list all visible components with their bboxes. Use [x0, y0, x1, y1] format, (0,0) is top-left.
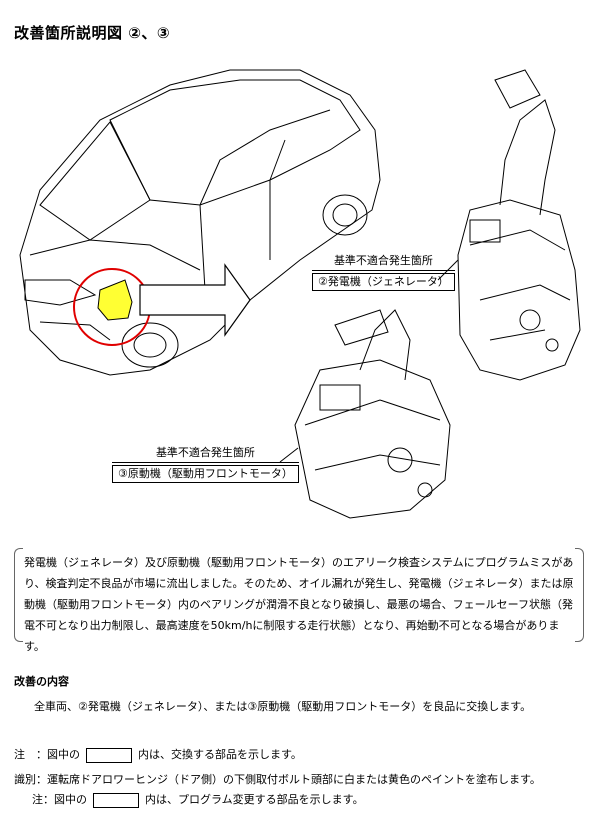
callout-motor: 基準不適合発生箇所 ③原動機（駆動用フロントモータ） — [112, 446, 299, 483]
generator-drawing — [457, 69, 581, 381]
description-text: 発電機（ジェネレータ）及び原動機（駆動用フロントモータ）のエアリーク検査システム… — [24, 556, 574, 653]
note-identification: 識別：運転席ドアロワーヒンジ（ドア側）の下側取付ボルト頭部に白または黄色のペイン… — [14, 771, 541, 787]
note-box-1 — [86, 747, 132, 763]
note-1-suffix: 内は、交換する部品を示します。 — [138, 748, 302, 761]
vehicle-illustration — [19, 69, 581, 519]
callout-motor-label: ③原動機（駆動用フロントモータ） — [112, 465, 299, 483]
note-2-prefix: 注：図中の — [32, 793, 87, 806]
note-box-2 — [93, 792, 139, 808]
description-box: 発電機（ジェネレータ）及び原動機（駆動用フロントモータ）のエアリーク検査システム… — [14, 548, 584, 653]
car-body-outline — [19, 69, 381, 376]
page-title: 改善箇所説明図 ②、③ — [14, 24, 171, 42]
improvement-body: 全車両、②発電機（ジェネレータ）、または③原動機（駆動用フロントモータ）を良品に… — [34, 700, 532, 713]
note-1-prefix: 注 ：図中の — [14, 748, 80, 761]
note-2: 注：図中の 内は、プログラム変更する部品を示します。 — [32, 791, 364, 808]
callout-generator-heading: 基準不適合発生箇所 — [312, 254, 455, 271]
direction-arrow — [139, 263, 251, 337]
motor-drawing — [294, 309, 451, 519]
highlighted-part — [97, 279, 133, 321]
improvement-heading: 改善の内容 — [14, 675, 69, 688]
callout-generator: 基準不適合発生箇所 ②発電機（ジェネレータ） — [312, 254, 455, 291]
callout-motor-heading: 基準不適合発生箇所 — [112, 446, 299, 463]
note-2-suffix: 内は、プログラム変更する部品を示します。 — [145, 793, 364, 806]
callout-generator-label: ②発電機（ジェネレータ） — [312, 273, 455, 291]
note-1: 注 ：図中の 内は、交換する部品を示します。 — [14, 746, 302, 763]
note-identification-text: 識別：運転席ドアロワーヒンジ（ドア側）の下側取付ボルト頭部に白または黄色のペイン… — [14, 773, 541, 786]
